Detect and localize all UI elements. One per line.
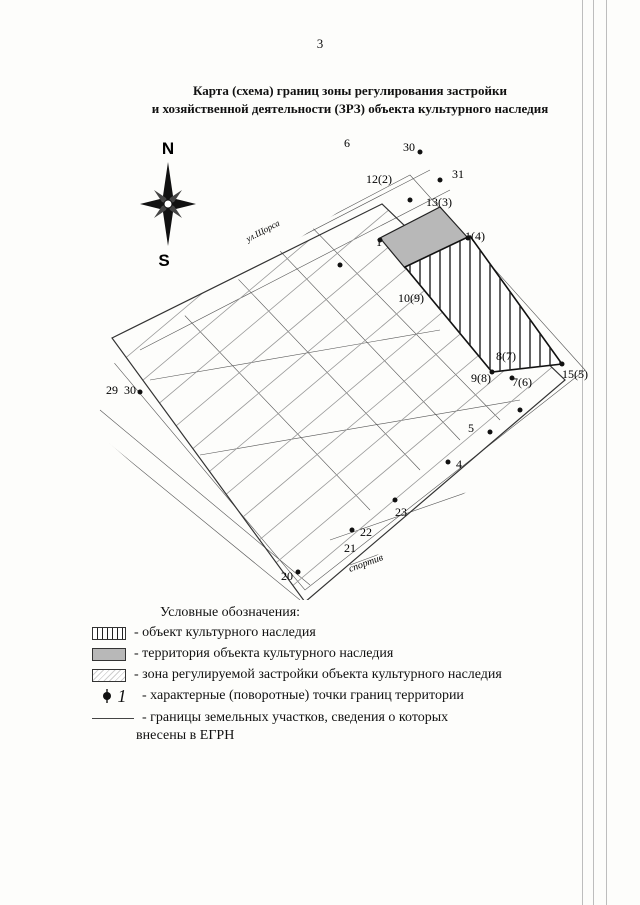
point-label: 4: [456, 457, 462, 471]
point-label: 10(9): [398, 291, 424, 305]
point-label: 31: [452, 167, 464, 181]
point-label: 12(2): [366, 172, 392, 186]
legend-item-zone: - зона регулируемой застройки объекта ку…: [92, 665, 502, 685]
point-label: 30: [403, 140, 415, 154]
point-label: 5: [468, 421, 474, 435]
point-label: 21: [344, 541, 356, 555]
legend-item-points: 1 - характерные (поворотные) точки грани…: [92, 686, 464, 706]
point-label: 30: [124, 383, 136, 397]
point-label: 13(3): [426, 195, 452, 209]
point-marker-icon: [102, 689, 111, 703]
zone-hatch-swatch: [92, 668, 126, 682]
point-label: 23: [395, 505, 407, 519]
point-label: 20: [281, 569, 293, 583]
legend-item-object: - объект культурного наследия: [92, 623, 316, 643]
compass-rose: N S: [140, 139, 196, 270]
page-edge-line: [593, 0, 594, 905]
legend-item-parcels: - границы земельных участков, сведения о…: [92, 708, 448, 728]
point-label: 8(7): [496, 349, 516, 363]
compass-north-label: N: [162, 139, 174, 158]
page-edge-line: [582, 0, 583, 905]
legend-heading: Условные обозначения:: [160, 605, 301, 620]
legend-item-text: - зона регулируемой застройки объекта ку…: [134, 667, 502, 682]
boundary-point-markers: [137, 149, 565, 575]
legend-item-continuation: внесены в ЕГРН: [136, 728, 235, 743]
page-number: 3: [316, 36, 324, 51]
point-symbol-number: 1: [117, 685, 127, 706]
point-label: 9(8): [471, 371, 491, 385]
legend-item-text: - территория объекта культурного наследи…: [134, 646, 394, 661]
point-label: 29: [106, 383, 118, 397]
page-edge-line: [606, 0, 607, 905]
map-title-line-2: и хозяйственной деятельности (ЗРЗ) объек…: [151, 101, 549, 116]
cadastral-map: N S ул.Щорса спортив 6 30 31 12(2) 13(3)…: [79, 136, 610, 600]
boundary-point-symbol: 1: [92, 686, 134, 707]
street-label-bottom: спортив: [347, 552, 385, 575]
map-title-line-1: Карта (схема) границ зоны регулирования …: [192, 83, 507, 98]
regulated-zone-boundary: [111, 203, 566, 600]
territory-fill-swatch: [92, 647, 126, 661]
point-label: 15(5): [562, 367, 588, 381]
legend-item-text: - границы земельных участков, сведения о…: [142, 710, 449, 725]
point-label: 22: [360, 525, 372, 539]
parcel-line-swatch: [92, 717, 134, 719]
compass-south-label: S: [158, 251, 169, 270]
legend-item-text: - характерные (поворотные) точки границ …: [142, 688, 464, 703]
street-label-top: ул.Щорса: [243, 218, 281, 245]
point-label: 6: [344, 136, 350, 150]
point-label: 7(6): [512, 375, 532, 389]
legend-item-text: - объект культурного наследия: [134, 625, 316, 640]
object-hatch-swatch: [92, 626, 126, 640]
parcel-linework: [79, 150, 610, 600]
legend-item-territory: - территория объекта культурного наследи…: [92, 644, 393, 664]
